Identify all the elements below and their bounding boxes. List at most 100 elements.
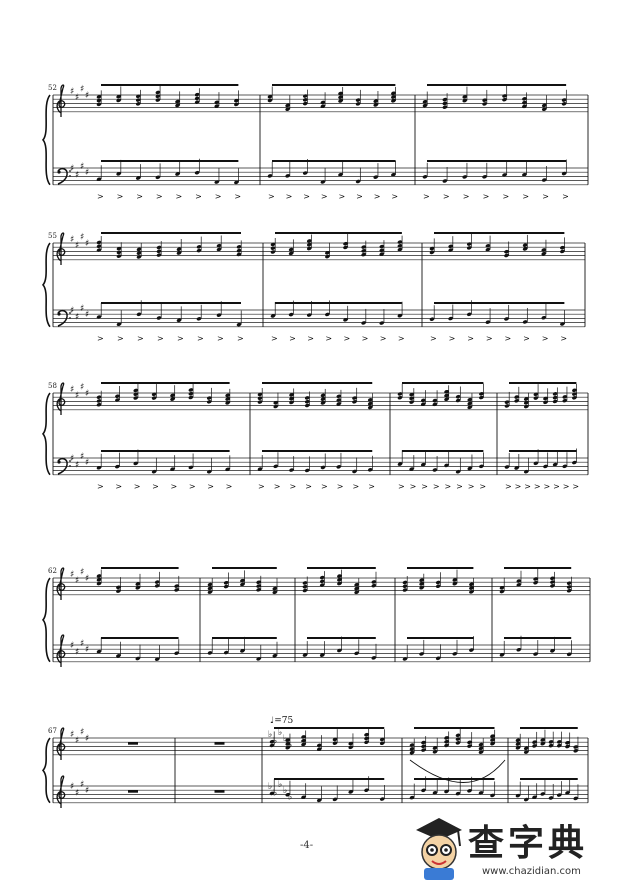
notehead <box>273 404 279 409</box>
notehead <box>133 392 139 397</box>
sharp-icon: ♯ <box>85 239 89 249</box>
notehead <box>502 97 507 102</box>
flat-icon: ♭ <box>283 786 287 796</box>
notehead <box>240 582 245 587</box>
notehead <box>397 240 403 244</box>
accent-mark-icon: > <box>176 192 183 201</box>
sharp-icon: ♯ <box>75 788 79 798</box>
notehead <box>432 402 438 407</box>
notehead <box>174 651 179 656</box>
accent-mark-icon: > <box>303 192 310 201</box>
notehead <box>272 586 278 591</box>
notehead <box>364 788 369 793</box>
notehead <box>533 392 539 397</box>
notehead <box>156 253 162 257</box>
notehead <box>572 388 577 393</box>
notehead <box>285 738 291 742</box>
notehead <box>422 175 428 179</box>
notehead <box>361 249 366 253</box>
sharp-icon: ♯ <box>85 389 89 399</box>
notehead <box>421 788 426 793</box>
notehead <box>499 589 505 594</box>
notehead <box>338 99 343 103</box>
notehead <box>485 244 491 248</box>
sharp-icon: ♯ <box>75 647 79 657</box>
notehead <box>236 252 242 257</box>
notehead <box>367 401 373 406</box>
sharp-icon: ♯ <box>75 576 79 586</box>
notehead <box>269 739 275 744</box>
flat-icon: ♭ <box>278 780 282 790</box>
bass-clef-dot <box>69 170 71 172</box>
notehead <box>552 392 558 396</box>
notehead <box>256 657 261 661</box>
notehead <box>391 99 396 103</box>
system: 62♯♯♯♯♯♯♯♯ <box>41 567 591 667</box>
bass-clef-dot <box>57 312 61 316</box>
notehead <box>550 584 555 588</box>
notehead <box>550 580 555 584</box>
notehead <box>319 583 325 587</box>
system: 67♯♯♯♯♯♯♯♯ <box>41 727 589 808</box>
notehead <box>285 792 291 797</box>
notehead <box>429 246 435 251</box>
notehead <box>466 242 472 246</box>
notehead <box>448 316 453 321</box>
flat-icon: ♭ <box>268 730 272 740</box>
accent-mark-icon: > <box>534 482 541 491</box>
notehead <box>565 791 570 795</box>
notehead <box>301 795 306 800</box>
notehead <box>444 789 449 794</box>
notehead <box>391 172 396 177</box>
notehead <box>391 95 396 99</box>
sharp-icon: ♯ <box>70 730 74 740</box>
notehead <box>320 397 326 401</box>
accent-mark-icon: > <box>115 482 122 491</box>
notehead <box>379 797 385 801</box>
notehead <box>216 243 222 248</box>
sharp-icon: ♯ <box>80 233 84 243</box>
notehead <box>556 740 562 744</box>
notehead <box>482 175 487 179</box>
notehead <box>196 317 202 321</box>
staff <box>53 94 588 113</box>
notehead <box>304 396 310 400</box>
whole-rest-icon <box>128 790 138 793</box>
notehead <box>267 174 273 178</box>
bass-clef-icon <box>57 457 68 475</box>
notehead <box>566 588 572 593</box>
notehead <box>151 392 157 397</box>
treble-clef-icon <box>56 84 66 117</box>
notehead <box>541 103 547 108</box>
notehead <box>514 395 519 399</box>
accent-mark-icon: > <box>234 192 241 201</box>
sharp-icon: ♯ <box>70 306 74 316</box>
notehead <box>304 403 310 408</box>
flat-icon: ♭ <box>288 793 292 803</box>
notehead <box>522 247 528 251</box>
notehead <box>154 584 160 588</box>
notehead <box>533 577 538 581</box>
bass-clef-icon <box>57 167 68 185</box>
notehead <box>352 400 357 404</box>
notehead <box>272 590 278 595</box>
staff <box>53 392 588 411</box>
accent-mark-icon: > <box>289 334 296 343</box>
notehead <box>479 464 484 469</box>
sharp-icon: ♯ <box>80 568 84 578</box>
notehead <box>402 657 408 661</box>
notehead <box>522 320 528 324</box>
accent-mark-icon: > <box>97 192 104 201</box>
notehead <box>175 99 180 104</box>
notehead <box>257 400 263 404</box>
notehead <box>270 242 276 247</box>
notehead <box>354 590 359 595</box>
notehead <box>482 102 487 106</box>
notehead <box>485 247 491 252</box>
accent-mark-icon: > <box>137 334 144 343</box>
sharp-icon: ♯ <box>85 168 89 178</box>
treble-clef-icon <box>56 634 66 667</box>
notehead <box>533 652 538 656</box>
notehead <box>516 579 522 583</box>
